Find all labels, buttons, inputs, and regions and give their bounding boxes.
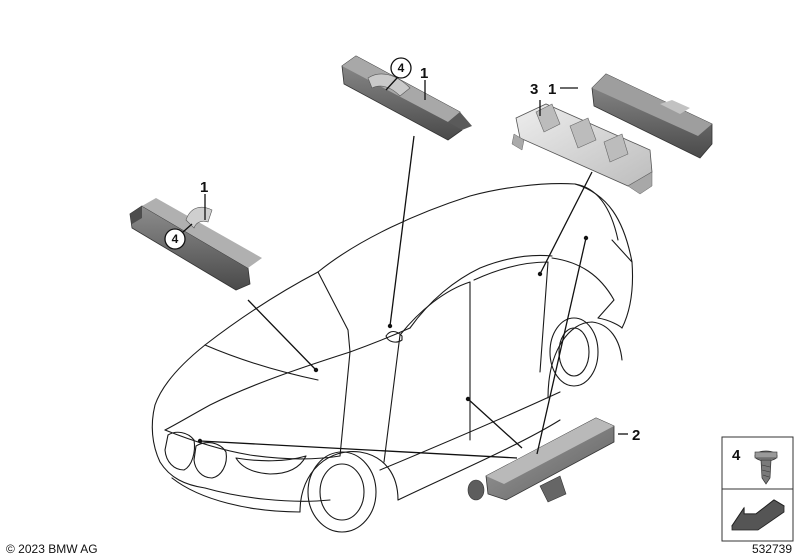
car-outline (151, 183, 634, 533)
antenna-module-left (129, 198, 262, 291)
control-unit (467, 417, 615, 503)
callout-3: 3 (530, 81, 538, 98)
leader-dot (387, 323, 393, 329)
leader-dot (465, 396, 471, 402)
circled-number: 4 (398, 61, 405, 75)
callout-1-left: 1 (200, 179, 208, 196)
circled-number: 4 (172, 232, 179, 246)
legend-box: 4 (721, 436, 794, 542)
legend-callout-4: 4 (732, 447, 741, 464)
leader-dot (197, 438, 203, 444)
antenna-module-top (341, 55, 472, 141)
arrow-icon (731, 499, 785, 531)
screw-icon (754, 450, 778, 485)
diagram-number: 532739 (751, 542, 792, 556)
callout-1-right: 1 (548, 81, 556, 98)
callout-1-top: 1 (420, 65, 428, 82)
circled-callout-4-top: 4 (385, 57, 412, 91)
copyright-notice: © 2023 BMW AG (6, 542, 98, 556)
leader-dot (313, 367, 319, 373)
leader-dot (583, 235, 589, 241)
leader-lines (197, 80, 628, 459)
antenna-module-right (591, 73, 713, 159)
leader-dot (537, 271, 543, 277)
callout-2: 2 (632, 427, 640, 444)
bracket-part (511, 103, 653, 195)
circled-callout-4-left: 4 (164, 223, 193, 250)
